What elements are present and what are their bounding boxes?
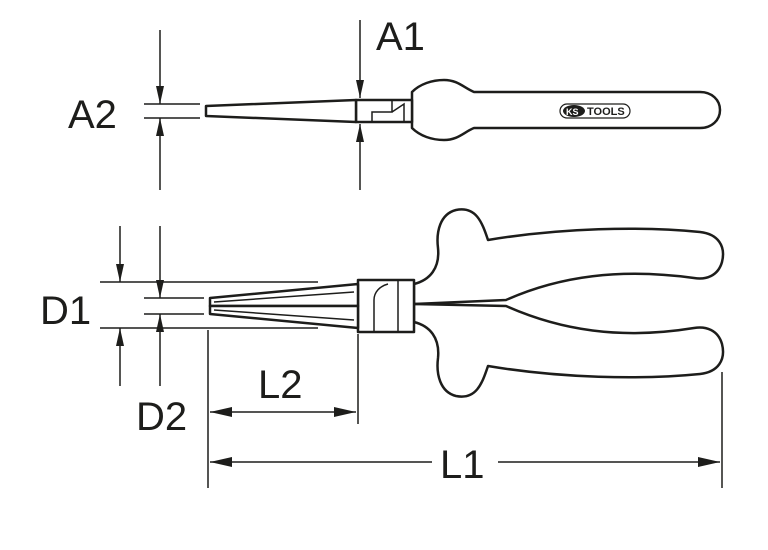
dimension-a2: A2 [68, 30, 200, 190]
dimension-d2: D2 [136, 226, 204, 439]
label-d1: D1 [40, 289, 91, 333]
plan-view-joint-detail [373, 280, 399, 332]
label-l1: L1 [440, 443, 485, 487]
dimension-a1: A1 [356, 15, 425, 190]
side-view-jaw [204, 98, 358, 124]
dimension-l1: L1 [210, 372, 723, 488]
label-d2: D2 [136, 395, 187, 439]
ks-tools-logo: KS TOOLS [559, 103, 631, 119]
plan-view-joint [356, 278, 416, 334]
label-a2: A2 [68, 93, 117, 137]
label-l2: L2 [258, 363, 303, 407]
plier-plan-view [208, 208, 725, 398]
lower-jaw [208, 304, 360, 330]
side-view-joint-detail [371, 100, 405, 122]
logo-ks-text: KS [566, 107, 579, 117]
logo-tools-text: TOOLS [587, 106, 625, 118]
dimension-d1: D1 [40, 226, 318, 386]
dimension-l2: L2 [207, 330, 359, 488]
upper-jaw [208, 282, 360, 308]
lower-handle [412, 302, 725, 398]
label-a1: A1 [376, 15, 425, 59]
plier-side-view: KS TOOLS [204, 78, 722, 142]
upper-handle [412, 208, 725, 306]
